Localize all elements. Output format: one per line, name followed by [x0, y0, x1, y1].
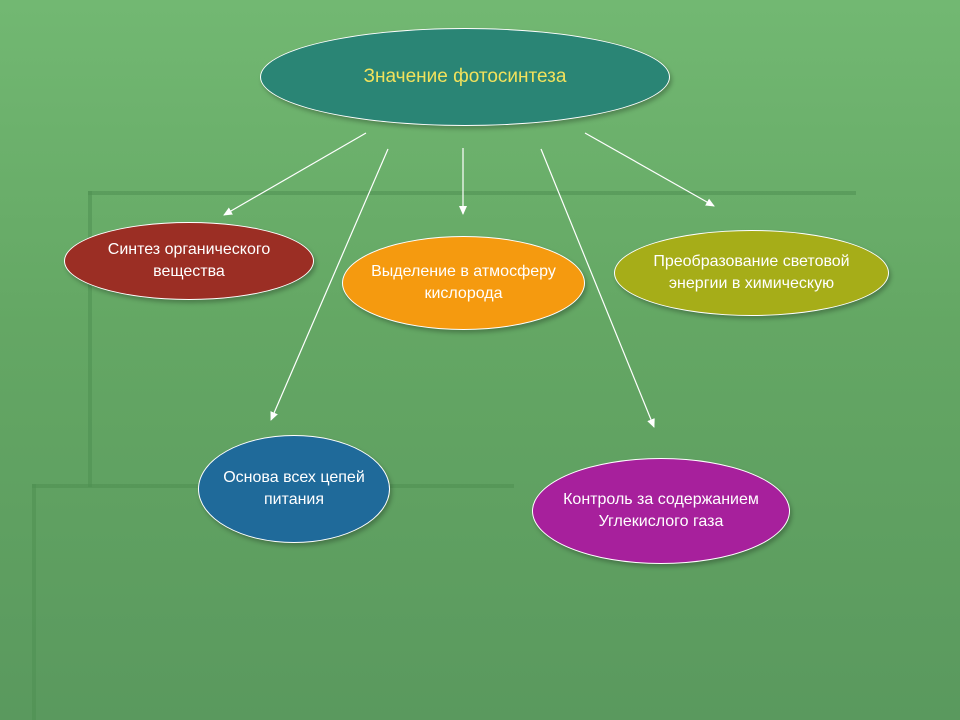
- node-synthesis-label: Синтез органического вещества: [107, 241, 271, 280]
- arrow-root-to-food-chains: [270, 148, 389, 421]
- node-energy: Преобразование световой энергии в химиче…: [614, 230, 889, 316]
- node-oxygen: Выделение в атмосферу кислорода: [342, 236, 585, 330]
- node-food-chains: Основа всех цепей питания: [198, 435, 390, 543]
- root-node-label: Значение фотосинтеза: [363, 66, 567, 87]
- node-oxygen-label: Выделение в атмосферу кислорода: [371, 263, 556, 302]
- decor-bar-top: [88, 191, 856, 195]
- arrow-root-to-synthesis: [223, 132, 367, 216]
- decor-bar-left: [88, 191, 92, 487]
- node-co2: Контроль за содержанием Углекислого газа: [532, 458, 790, 564]
- root-node: Значение фотосинтеза: [260, 28, 670, 126]
- node-energy-label: Преобразование световой энергии в химиче…: [653, 253, 850, 292]
- node-co2-label: Контроль за содержанием Углекислого газа: [563, 491, 759, 530]
- decor-bar-left-lower: [32, 484, 36, 720]
- node-food-chains-label: Основа всех цепей питания: [223, 469, 365, 508]
- node-synthesis: Синтез органического вещества: [64, 222, 314, 300]
- arrow-root-to-co2: [540, 148, 655, 428]
- arrow-root-to-energy: [584, 132, 715, 207]
